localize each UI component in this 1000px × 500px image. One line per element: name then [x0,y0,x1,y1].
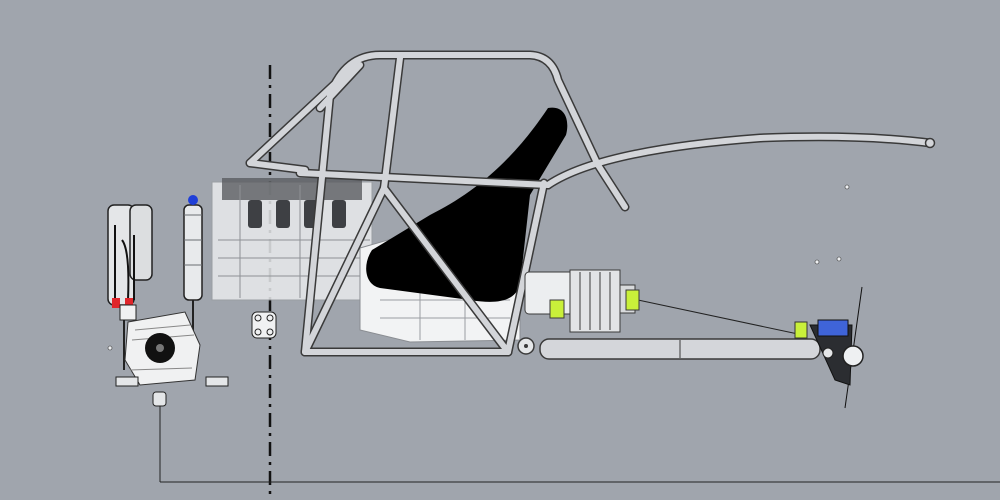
wheel-hub[interactable] [794,319,864,386]
loose-components[interactable] [107,184,850,407]
fuel-pump-housing[interactable] [124,311,201,386]
engine-block[interactable] [211,178,373,301]
mount-bracket [251,311,277,339]
steering-rack[interactable] [517,337,821,360]
roll-cage[interactable] [245,50,936,357]
seat[interactable] [366,107,568,302]
shock-absorber-reservoir[interactable] [107,204,153,370]
steering-motor[interactable] [524,269,640,333]
